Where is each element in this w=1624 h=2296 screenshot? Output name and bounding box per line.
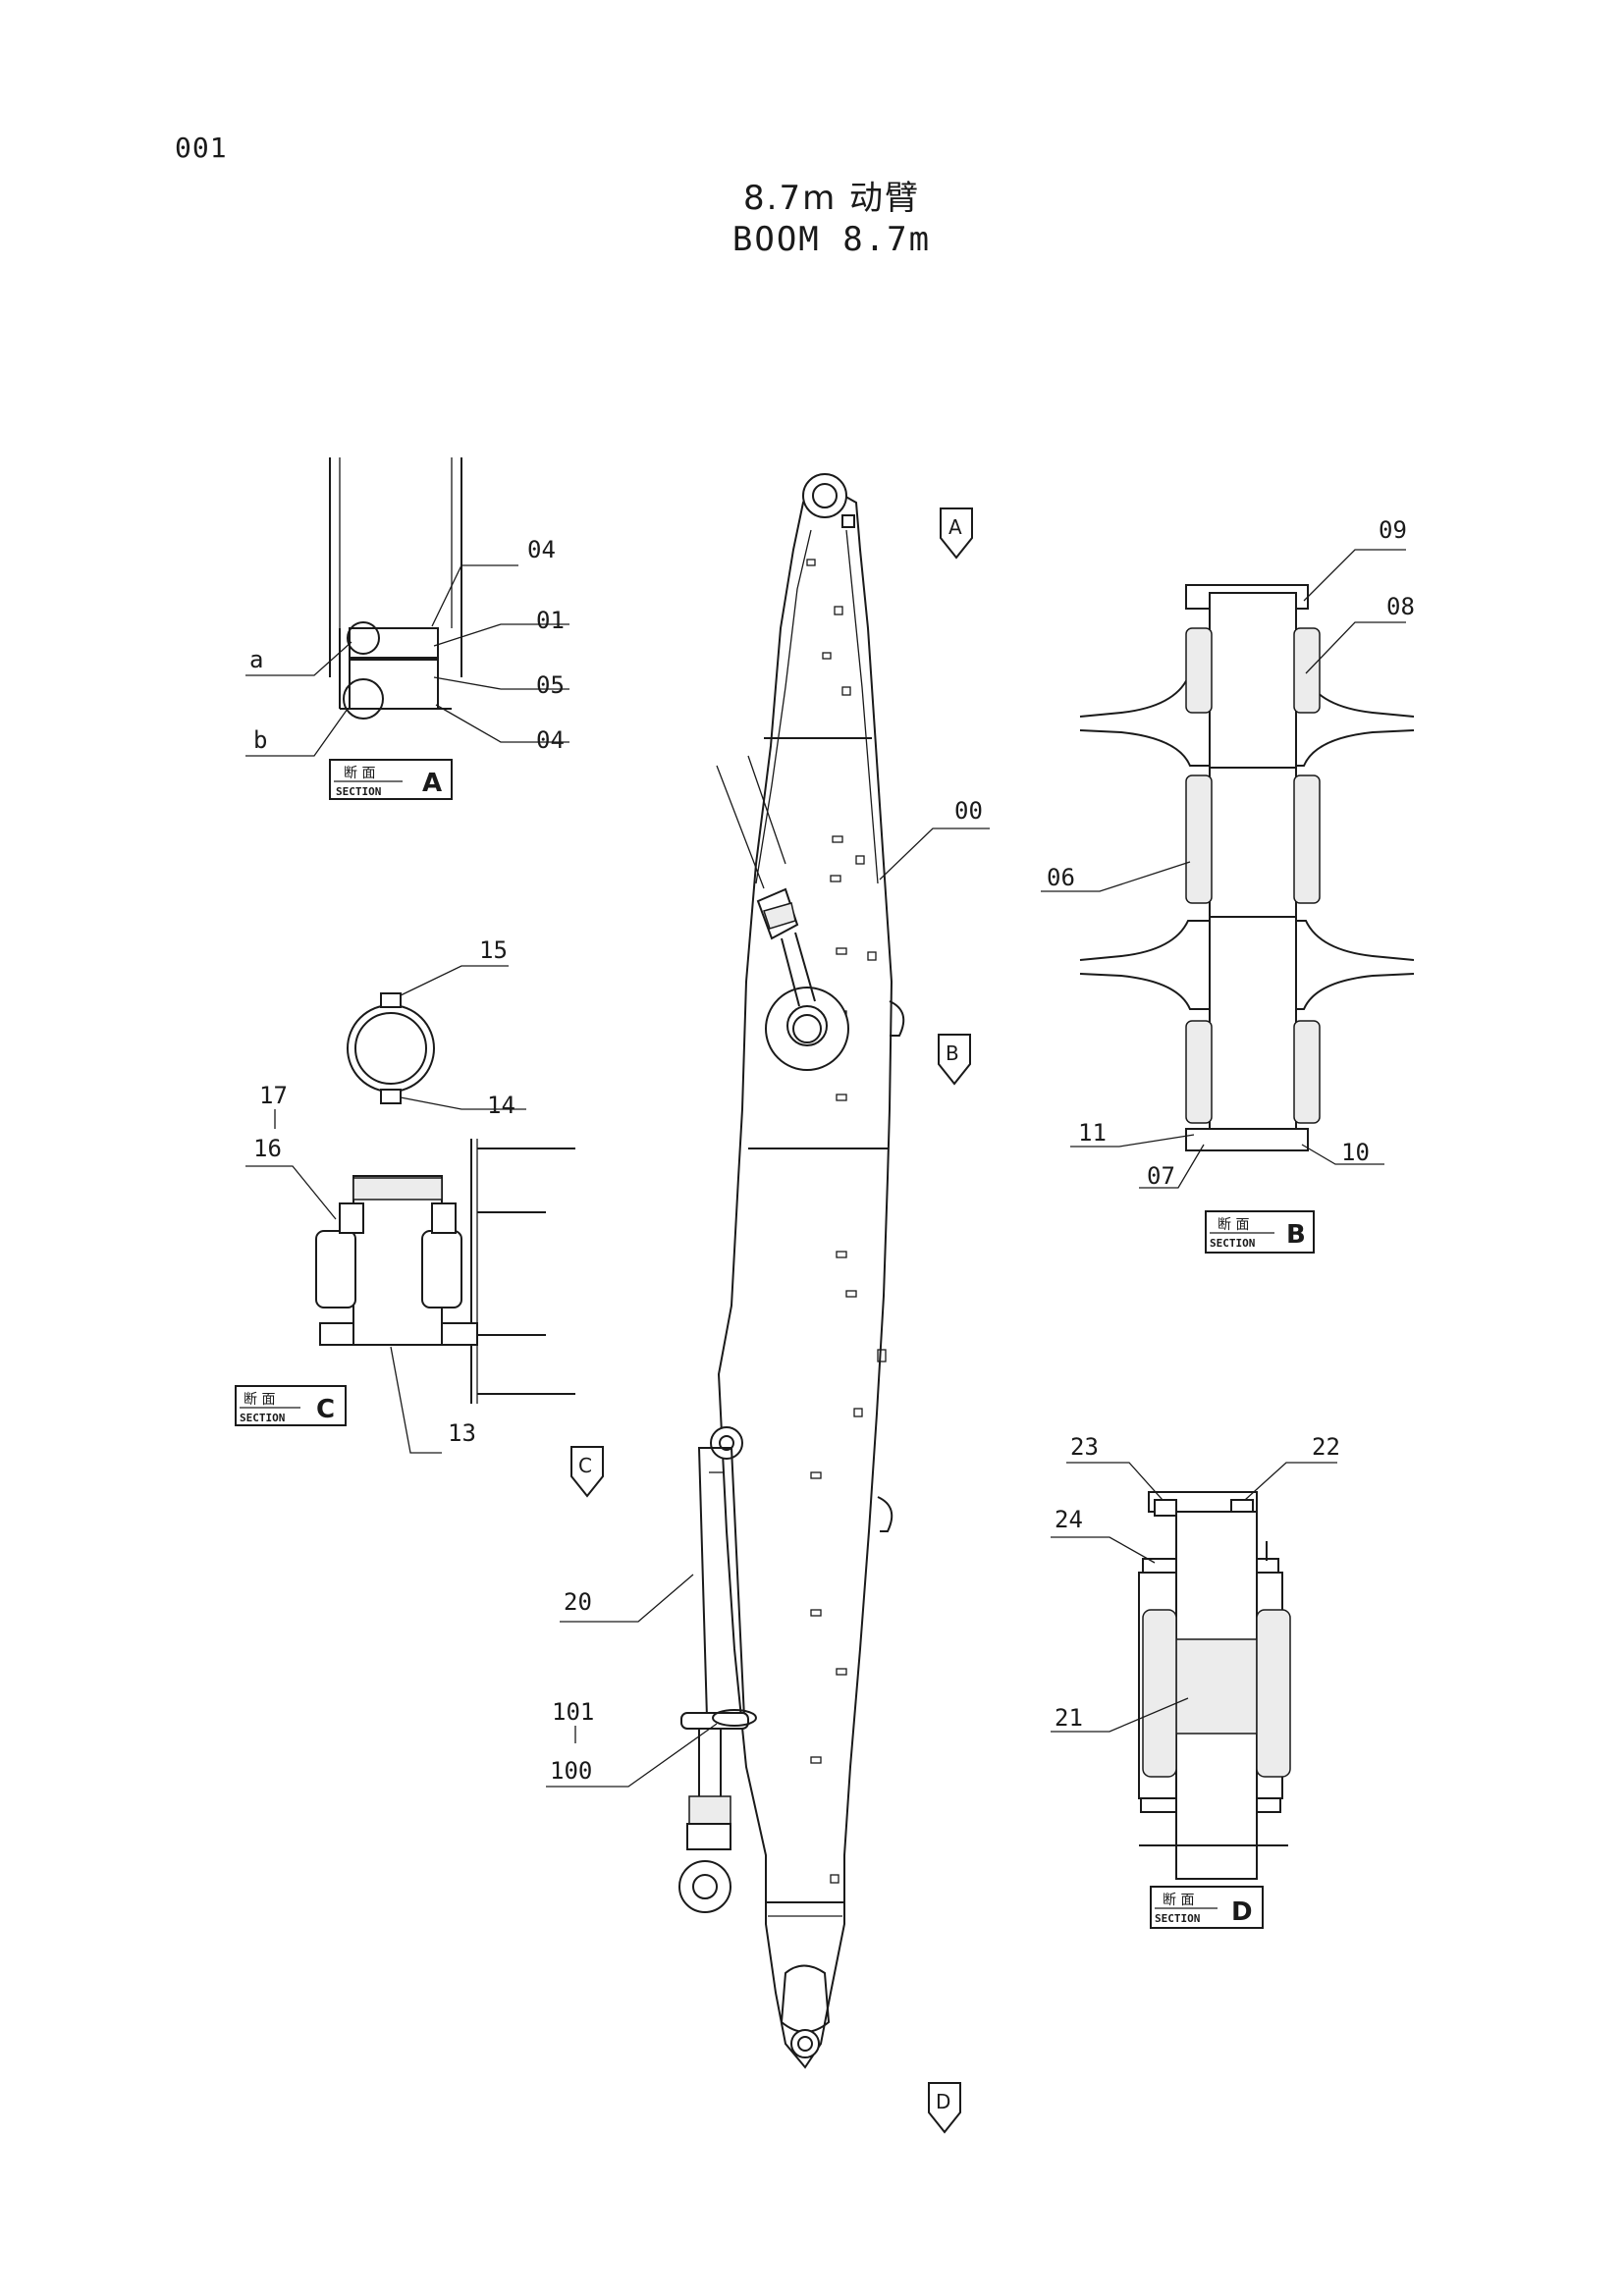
page-number: 001 <box>175 132 228 164</box>
callout-05: 05 <box>536 671 565 699</box>
svg-text:SECTION: SECTION <box>1210 1237 1255 1250</box>
callout-24: 24 <box>1055 1506 1083 1533</box>
callout-13: 13 <box>448 1419 476 1447</box>
section-b-view <box>1079 584 1415 1151</box>
section-a-view <box>329 457 462 720</box>
view-marker-b: B <box>938 1034 971 1086</box>
svg-text:断 面: 断 面 <box>1218 1217 1249 1233</box>
view-marker-a: A <box>940 507 973 560</box>
svg-text:A: A <box>948 515 962 539</box>
section-a-label: 断 面 SECTION A <box>329 759 453 800</box>
callout-10: 10 <box>1341 1139 1370 1166</box>
svg-text:SECTION: SECTION <box>336 785 381 798</box>
svg-text:C: C <box>578 1454 592 1477</box>
callout-101: 101 <box>552 1698 594 1726</box>
callout-07: 07 <box>1147 1162 1175 1190</box>
callout-23: 23 <box>1070 1433 1099 1461</box>
svg-text:SECTION: SECTION <box>1155 1912 1200 1925</box>
callout-a: a <box>249 646 263 673</box>
callout-14: 14 <box>487 1092 515 1119</box>
svg-text:B: B <box>1286 1220 1306 1250</box>
callout-17: 17 <box>259 1082 288 1109</box>
callout-11: 11 <box>1078 1119 1107 1147</box>
title-english: BOOM 8.7m <box>731 220 932 259</box>
svg-text:SECTION: SECTION <box>240 1412 285 1424</box>
callout-b: b <box>253 726 267 754</box>
callout-22: 22 <box>1312 1433 1340 1461</box>
callout-04-top: 04 <box>527 536 556 563</box>
svg-text:D: D <box>1231 1897 1253 1927</box>
pin-detail-14-15 <box>347 992 435 1104</box>
callout-00: 00 <box>954 797 983 825</box>
callout-16: 16 <box>253 1135 282 1162</box>
section-d-label: 断 面 SECTION D <box>1150 1886 1264 1929</box>
callout-01: 01 <box>536 607 565 634</box>
callout-20: 20 <box>564 1588 592 1616</box>
svg-text:C: C <box>316 1395 335 1424</box>
view-marker-d: D <box>928 2082 961 2134</box>
section-c-view <box>315 1139 575 1404</box>
svg-text:D: D <box>936 2090 950 2113</box>
callout-100: 100 <box>550 1757 592 1785</box>
callout-09: 09 <box>1379 516 1407 544</box>
section-d-view <box>1138 1491 1291 1880</box>
svg-text:断 面: 断 面 <box>1163 1893 1194 1908</box>
callout-06: 06 <box>1047 864 1075 891</box>
callout-08: 08 <box>1386 593 1415 620</box>
section-b-label: 断 面 SECTION B <box>1205 1210 1315 1254</box>
main-boom <box>678 473 905 2069</box>
svg-text:B: B <box>946 1041 959 1065</box>
section-c-label: 断 面 SECTION C <box>235 1385 347 1426</box>
title-chinese: 8.7m 动臂 <box>743 179 920 218</box>
callout-21: 21 <box>1055 1704 1083 1732</box>
callout-04-bottom: 04 <box>536 726 565 754</box>
svg-text:断 面: 断 面 <box>344 766 375 781</box>
svg-text:断 面: 断 面 <box>244 1392 275 1408</box>
svg-text:A: A <box>422 769 442 798</box>
callout-15: 15 <box>479 936 508 964</box>
view-marker-c: C <box>570 1446 604 1498</box>
